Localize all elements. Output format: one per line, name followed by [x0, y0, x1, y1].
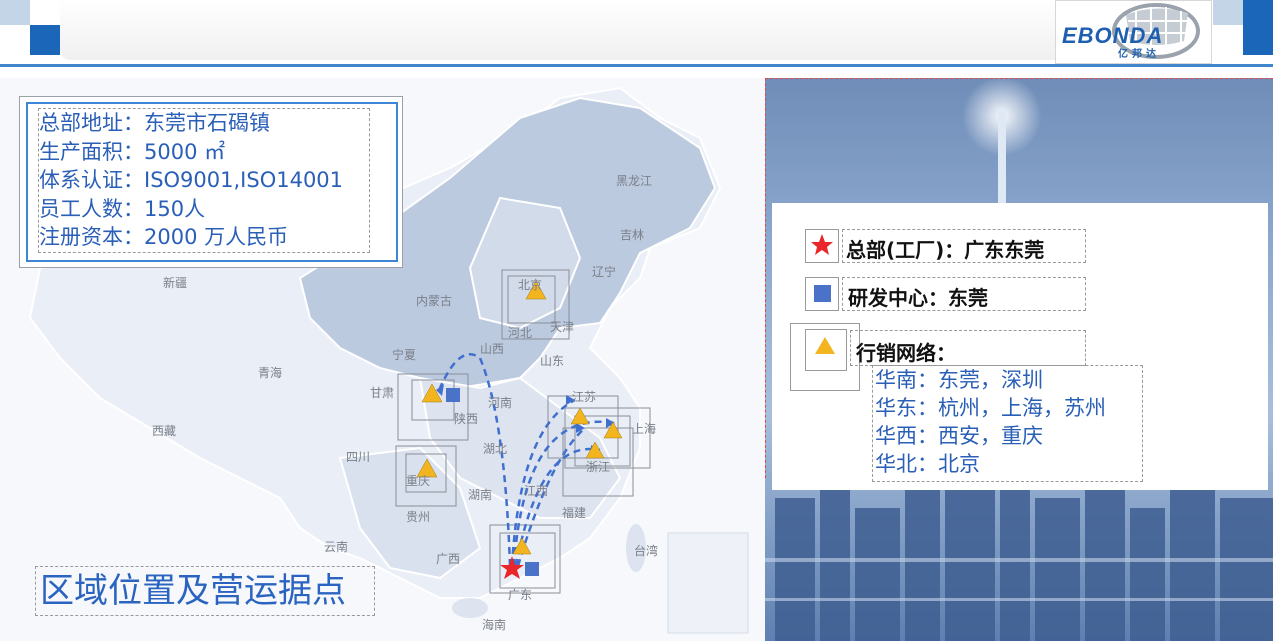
network-south: 华南：东莞，深圳	[875, 368, 1043, 392]
province-label: 云南	[324, 540, 349, 554]
province-label: 江西	[524, 484, 549, 498]
province-label: 内蒙古	[416, 294, 453, 308]
province-label: 浙江	[586, 460, 611, 474]
header: EBONDA 亿邦达	[0, 0, 1273, 66]
china-map-shape	[28, 86, 749, 634]
network-east: 华东：杭州，上海，苏州	[875, 396, 1106, 420]
province-label: 重庆	[406, 474, 431, 488]
province-label: 新疆	[163, 276, 188, 290]
city-skyline-image	[765, 78, 1273, 641]
legend-panel	[772, 203, 1268, 490]
province-label: 山东	[540, 354, 565, 368]
company-info-box: 总部地址：东莞市石碣镇 生产面积：5000 ㎡ 体系认证：ISO9001,ISO…	[19, 96, 403, 268]
company-info-lines: 总部地址：东莞市石碣镇 生产面积：5000 ㎡ 体系认证：ISO9001,ISO…	[38, 108, 370, 253]
province-label: 湖南	[468, 488, 493, 502]
rd-label-frame	[842, 277, 1086, 311]
network-north: 华北：北京	[875, 452, 980, 476]
triangle-icon	[525, 280, 547, 300]
province-label: 西藏	[152, 424, 177, 438]
province-label: 甘肃	[370, 386, 395, 400]
network-icon-frame-outer	[790, 323, 860, 391]
info-capital: 注册资本：2000 万人民币	[39, 225, 289, 250]
province-label: 吉林	[620, 228, 645, 242]
province-label: 辽宁	[592, 265, 617, 279]
province-label: 山西	[480, 342, 505, 356]
deco-square	[0, 0, 30, 25]
logo-brand: EBONDA	[1062, 23, 1164, 48]
region-title: 区域位置及营运据点	[35, 566, 375, 616]
header-divider	[0, 64, 1273, 67]
province-label: 福建	[562, 506, 587, 520]
province-label: 海南	[482, 618, 507, 632]
china-map: 黑龙江 吉林 辽宁 内蒙古 新疆 北京 天津 河北 宁夏 山西 山东 甘肃 青海…	[0, 78, 765, 641]
triangle-icon	[815, 337, 835, 354]
network-west: 华西：西安，重庆	[875, 424, 1043, 448]
province-label: 黑龙江	[616, 174, 653, 188]
province-label: 北京	[518, 278, 543, 292]
legend-network-title: 行销网络：	[856, 341, 956, 365]
province-label: 江苏	[572, 390, 597, 404]
info-area: 生产面积：5000 ㎡	[39, 139, 226, 164]
province-label: 广西	[436, 552, 461, 566]
province-label: 四川	[346, 450, 371, 464]
province-label: 陕西	[454, 412, 479, 426]
province-label: 天津	[550, 320, 575, 334]
square-icon	[814, 285, 831, 302]
province-label: 上海	[632, 422, 657, 436]
logo-globe-icon	[1112, 3, 1200, 59]
network-icon-frame	[805, 329, 847, 371]
province-label: 台湾	[634, 544, 659, 558]
province-label: 湖北	[483, 442, 508, 456]
legend-hq: 总部(工厂)：广东东莞	[846, 238, 1045, 262]
deco-square	[1243, 25, 1273, 55]
province-label: 河南	[488, 396, 513, 410]
province-label: 宁夏	[392, 348, 417, 362]
company-info-frame: 总部地址：东莞市石碣镇 生产面积：5000 ㎡ 体系认证：ISO9001,ISO…	[26, 102, 398, 262]
hq-icon-frame	[805, 229, 839, 263]
deco-square	[1213, 0, 1243, 25]
province-label: 河北	[508, 326, 533, 340]
deco-square	[30, 25, 60, 55]
right-panel-border	[765, 78, 1273, 478]
deco-square	[1243, 0, 1273, 25]
province-label: 广东	[508, 588, 533, 602]
hq-label-frame	[842, 229, 1086, 263]
info-employees: 员工人数：150人	[39, 196, 206, 221]
star-icon	[811, 234, 833, 255]
rd-icon-frame	[805, 277, 839, 311]
province-label: 青海	[258, 366, 283, 380]
network-list: 华南：东莞，深圳 华东：杭州，上海，苏州 华西：西安，重庆 华北：北京	[872, 365, 1143, 482]
province-label: 贵州	[406, 510, 431, 524]
legend-rd: 研发中心：东莞	[848, 286, 988, 310]
header-panel	[60, 0, 1055, 60]
logo: EBONDA 亿邦达	[1055, 0, 1212, 64]
logo-sub: 亿邦达	[1118, 49, 1160, 60]
info-address: 总部地址：东莞市石碣镇	[39, 111, 270, 135]
info-certification: 体系认证：ISO9001,ISO14001	[39, 168, 344, 193]
